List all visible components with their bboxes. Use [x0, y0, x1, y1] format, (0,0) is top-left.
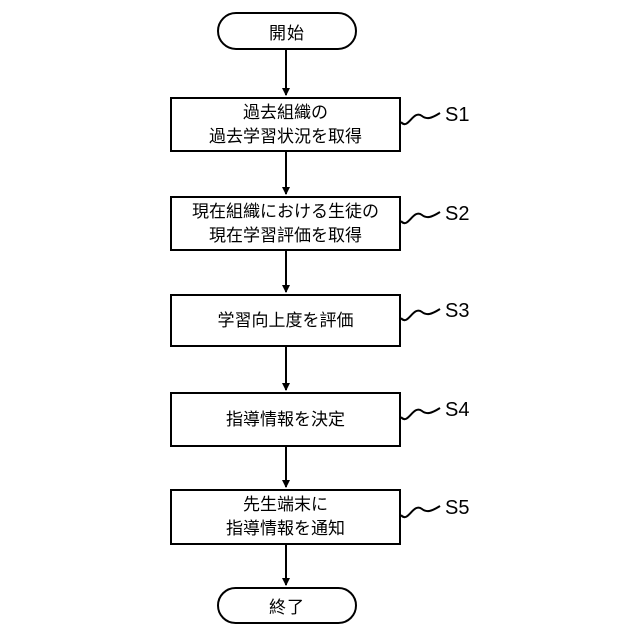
process-s2: 現在組織における生徒の 現在学習評価を取得: [170, 196, 401, 251]
process-s3-line1: 学習向上度を評価: [217, 310, 354, 331]
process-s5-line1: 先生端末に: [243, 495, 328, 515]
process-s3: 学習向上度を評価: [170, 294, 401, 347]
process-s4-line1: 指導情報を決定: [226, 409, 345, 430]
step-label-s3: S3: [445, 300, 470, 322]
step-label-s1: S1: [445, 104, 470, 126]
end-label: 終了: [269, 598, 305, 618]
start-label: 開始: [269, 23, 305, 44]
step-label-s5: S5: [445, 497, 470, 519]
process-s5-line2: 指導情報を通知: [226, 519, 345, 539]
step-label-s2: S2: [445, 203, 470, 225]
squiggle-connector-s2: [400, 211, 441, 225]
process-s2-line1: 現在組織における生徒の: [192, 201, 379, 222]
step-label-s4: S4: [445, 399, 470, 421]
start-terminal: 開始: [217, 12, 357, 50]
process-s1: 過去組織の 過去学習状況を取得: [170, 97, 401, 152]
process-s4: 指導情報を決定: [170, 392, 401, 447]
end-terminal: 終了: [217, 587, 357, 624]
squiggle-connector-s5: [400, 505, 441, 519]
process-s1-line1: 過去組織の: [243, 102, 328, 123]
process-s1-line2: 過去学習状況を取得: [209, 126, 362, 147]
squiggle-connector-s3: [400, 308, 441, 322]
squiggle-connector-s4: [400, 407, 441, 421]
squiggle-connector-s1: [400, 112, 441, 126]
process-s2-line2: 現在学習評価を取得: [209, 225, 362, 246]
process-s5: 先生端末に 指導情報を通知: [170, 489, 401, 545]
